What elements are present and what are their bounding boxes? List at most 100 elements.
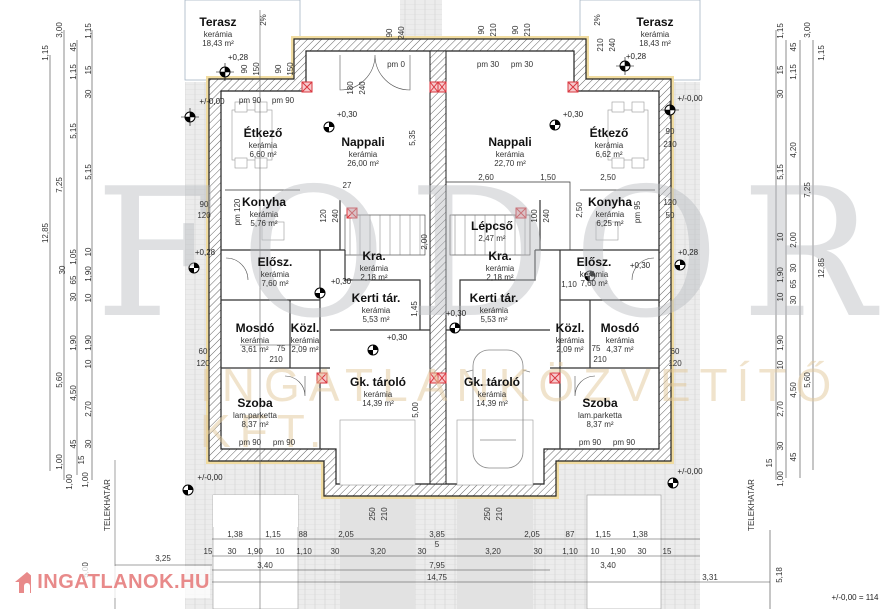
dimension-label: 1,90: [776, 267, 785, 283]
dimension-label: 30: [330, 547, 340, 556]
dimension-label: 15: [662, 547, 672, 556]
dimension-label: 3,00: [803, 22, 812, 38]
dimension-label: 1,00: [65, 474, 74, 490]
opening-label: 60: [670, 347, 680, 356]
dimension-label: 2,00: [789, 232, 798, 248]
dimension-label: 1,15: [817, 45, 826, 61]
dimension-label: 45: [69, 439, 78, 449]
dimension-label: 1,10: [562, 547, 578, 556]
dimension-label: 5,15: [776, 164, 785, 180]
paving: [185, 0, 700, 609]
dimension-label: 7,25: [803, 182, 812, 198]
opening-label: 90: [274, 64, 283, 74]
dimension-label: 4,50: [69, 385, 78, 401]
opening-label: 180: [346, 81, 355, 95]
reference-level: +/-0,00 = 114: [831, 593, 879, 602]
opening-label: 210: [489, 23, 498, 37]
dimension-label: 10: [84, 293, 93, 303]
dimension-label: 30: [84, 89, 93, 99]
opening-label: pm 30: [510, 60, 534, 69]
opening-label: 210: [593, 355, 607, 364]
dimension-label: 88: [298, 530, 308, 539]
dimension-label: 10: [776, 292, 785, 302]
dimension-label: 15: [84, 65, 93, 75]
dimension-label: 1,15: [265, 530, 281, 539]
level-label: +0,28: [625, 52, 647, 61]
dimension-label: 7,95: [429, 561, 445, 570]
opening-label: 60: [198, 347, 208, 356]
opening-label: 210: [596, 38, 605, 52]
watermark-brand: FODOR: [95, 150, 887, 357]
opening-label: 120: [668, 359, 682, 368]
dimension-label: 5: [434, 540, 440, 549]
dimension-label: 1,10: [296, 547, 312, 556]
dimension-label: 30: [776, 89, 785, 99]
dimension-label: 1,38: [227, 530, 243, 539]
dimension-label: 1,90: [84, 335, 93, 351]
level-label: +0,30: [386, 333, 408, 342]
opening-label: 90: [511, 25, 520, 35]
dimension-label: 14,75: [426, 573, 448, 582]
opening-label: 240: [358, 81, 367, 95]
interior-walls: [221, 181, 659, 449]
dimension-label: 30: [637, 547, 647, 556]
level-label: +0,30: [562, 110, 584, 119]
level-label: +0,28: [227, 53, 249, 62]
dimension-label: 1,50: [540, 173, 556, 182]
level-label: +0,28: [677, 248, 699, 257]
dimension-label: 5,35: [408, 130, 417, 146]
dimension-label: 30: [69, 292, 78, 302]
dimension-label: 5,60: [55, 372, 64, 388]
level-label: +/-0,00: [197, 473, 223, 482]
opening-label: pm 90: [238, 438, 262, 447]
opening-label: 75: [276, 344, 286, 353]
opening-label: 240: [542, 209, 551, 223]
dimension-label: 30: [58, 265, 67, 275]
opening-label: 100: [530, 209, 539, 223]
dimension-label: 65: [69, 275, 78, 285]
dimension-label: 1,05: [69, 249, 78, 265]
opening-label: 210: [495, 507, 504, 521]
dimension-label: 3,25: [155, 554, 171, 563]
dimension-label: 1,10: [561, 280, 577, 289]
dimension-label: 12,85: [41, 222, 50, 244]
level-label: +0,30: [330, 277, 352, 286]
opening-label: 75: [591, 344, 601, 353]
dimension-label: 2,00: [420, 234, 429, 250]
level-label: +/-0,00: [199, 97, 225, 106]
opening-label: pm 0: [387, 60, 405, 69]
dimension-label: 1,00: [55, 454, 64, 470]
level-label: +0,30: [445, 309, 467, 318]
dimension-label: 15: [77, 455, 86, 465]
dimension-label: 1,00: [776, 471, 785, 487]
opening-label: pm 90: [612, 438, 636, 447]
opening-label: 90: [477, 25, 486, 35]
opening-label: 250: [368, 507, 377, 521]
dimension-label: 1,90: [247, 547, 263, 556]
logo-text: INGATLANOK.HU: [37, 570, 210, 593]
dimension-label: 2,05: [338, 530, 354, 539]
dimension-label: 30: [227, 547, 237, 556]
dimension-label: 5,15: [84, 164, 93, 180]
opening-label: 90: [385, 28, 394, 38]
dimension-label: 30: [533, 547, 543, 556]
opening-label: 120: [197, 211, 211, 220]
opening-label: pm 90: [272, 438, 296, 447]
opening-label: 90: [240, 64, 249, 74]
terrace-left: [184, 0, 301, 81]
dimension-label: 45: [69, 42, 78, 52]
level-marker-icons: [181, 57, 686, 496]
opening-label: pm 90: [578, 438, 602, 447]
opening-label: 150: [286, 62, 295, 76]
ingatlanok-logo[interactable]: INGATLANOK.HU: [10, 566, 210, 598]
plot-boundary-label: TELEKHATÁR: [747, 479, 756, 531]
